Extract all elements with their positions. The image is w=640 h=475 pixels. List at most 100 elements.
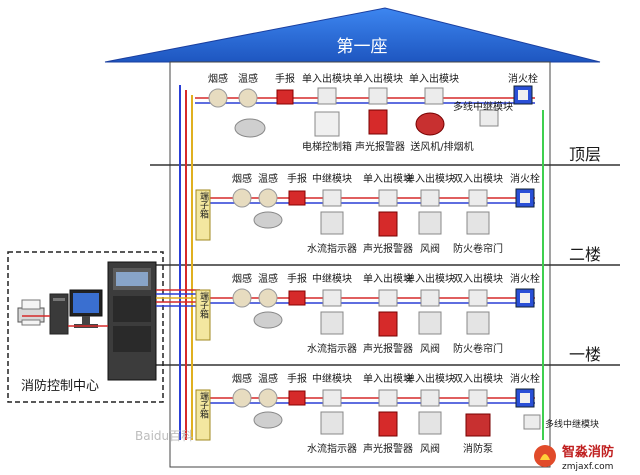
- smoke-detector-icon: [208, 88, 228, 108]
- damper-icon: [418, 311, 442, 335]
- device-label: 风阀: [420, 242, 440, 255]
- control-center-label: 消防控制中心: [21, 378, 99, 394]
- module-icon: [317, 87, 337, 105]
- control-cabinet-icon: [107, 261, 157, 381]
- logo-name: 智淼消防: [562, 444, 614, 460]
- strobe-alarm-icon: [378, 411, 398, 437]
- monitor-icon: [69, 289, 103, 328]
- device-label: 防火卷帘门: [453, 342, 503, 355]
- module-icon: [468, 189, 488, 207]
- fan-icon: [415, 112, 445, 136]
- floor-2-devices: 端子箱烟感温感手报中继模块单入出模块单入出模块双入出模块消火栓水流指示器声光报警…: [195, 172, 540, 255]
- heat-detector-icon: [258, 188, 278, 208]
- terminal-box-label: 端子箱: [198, 290, 209, 319]
- relay-module-icon: [322, 189, 342, 207]
- terminal-box: [195, 289, 211, 341]
- manual-alarm-icon: [276, 89, 294, 105]
- heat-detector-icon: [238, 88, 258, 108]
- device-label: 多线中继模块: [545, 418, 599, 430]
- device-label: 声光报警器: [363, 242, 413, 255]
- printer-icon: [17, 299, 45, 326]
- terminal-box-label: 端子箱: [198, 390, 209, 419]
- water-flow-indicator-icon: [320, 311, 344, 335]
- module-icon: [424, 87, 444, 105]
- relay-module-icon: [322, 389, 342, 407]
- device-label: 消防泵: [463, 442, 493, 455]
- module-icon: [468, 389, 488, 407]
- relay-module-icon: [479, 109, 499, 127]
- device-label: 单入出模块: [363, 172, 413, 185]
- device-label: 烟感: [232, 272, 252, 285]
- strobe-alarm-icon: [378, 311, 398, 337]
- device-label: 手报: [287, 372, 307, 385]
- label-mod1-top: 单入出模块: [302, 72, 352, 85]
- device-label: 消火栓: [510, 372, 540, 385]
- device-label: 消火栓: [510, 172, 540, 185]
- manual-alarm-icon: [288, 190, 306, 206]
- device-label: 温感: [258, 372, 278, 385]
- floor-1-devices: 端子箱烟感温感手报中继模块单入出模块单入出模块双入出模块消火栓水流指示器声光报警…: [195, 272, 540, 355]
- manual-alarm-icon: [288, 290, 306, 306]
- heat-detector-icon: [258, 288, 278, 308]
- label-elevator: 电梯控制箱: [302, 140, 352, 153]
- damper-icon: [418, 211, 442, 235]
- shutter-door-icon: [466, 211, 490, 235]
- device-label: 水流指示器: [307, 242, 357, 255]
- speaker-icon: [253, 411, 283, 429]
- manual-alarm-icon: [288, 390, 306, 406]
- label-relay-top: 多线中继模块: [453, 100, 513, 113]
- device-label: 烟感: [232, 372, 252, 385]
- speaker-icon: [253, 211, 283, 229]
- label-smoke-top: 烟感: [208, 72, 228, 85]
- relay-module-icon: [322, 289, 342, 307]
- module-icon: [420, 289, 440, 307]
- floor-name-1: 一楼: [569, 345, 601, 364]
- water-flow-indicator-icon: [320, 411, 344, 435]
- fire-pump-icon: [465, 413, 491, 437]
- label-manual-top: 手报: [275, 72, 295, 85]
- smoke-detector-icon: [232, 188, 252, 208]
- module-icon: [420, 189, 440, 207]
- device-label: 水流指示器: [307, 342, 357, 355]
- floor-name-top: 顶层: [569, 145, 601, 164]
- floor-name-2: 二楼: [569, 245, 601, 264]
- feeder-wires: [22, 289, 200, 327]
- heat-detector-icon: [258, 388, 278, 408]
- floor-top-devices: 烟感 温感 手报 单入出模块 单入出模块 单入出模块 消火栓 电梯控制箱 声光报…: [195, 72, 538, 153]
- device-label: 手报: [287, 272, 307, 285]
- device-label: 消火栓: [510, 272, 540, 285]
- smoke-detector-icon: [232, 288, 252, 308]
- device-label: 温感: [258, 272, 278, 285]
- module-icon: [468, 289, 488, 307]
- smoke-detector-icon: [232, 388, 252, 408]
- device-label: 防火卷帘门: [453, 242, 503, 255]
- label-heat-top: 温感: [238, 72, 258, 85]
- device-label: 烟感: [232, 172, 252, 185]
- logo-url: zmjaxf.com: [562, 462, 613, 472]
- speaker-icon: [234, 118, 266, 138]
- device-label: 双入出模块: [453, 272, 503, 285]
- device-label: 中继模块: [312, 172, 352, 185]
- brand-logo: 智淼消防 zmjaxf.com: [534, 444, 614, 472]
- device-label: 单入出模块: [405, 372, 455, 385]
- device-label: 单入出模块: [405, 272, 455, 285]
- module-icon: [378, 189, 398, 207]
- water-flow-indicator-icon: [320, 211, 344, 235]
- module-icon: [378, 289, 398, 307]
- building-title: 第一座: [337, 37, 388, 57]
- device-label: 双入出模块: [453, 372, 503, 385]
- device-label: 声光报警器: [363, 442, 413, 455]
- strobe-alarm-icon: [378, 211, 398, 237]
- riser-wires: [179, 85, 544, 440]
- device-label: 单入出模块: [363, 272, 413, 285]
- speaker-icon: [253, 311, 283, 329]
- label-hydrant-top: 消火栓: [508, 72, 538, 85]
- terminal-box-label: 端子箱: [198, 190, 209, 219]
- device-label: 温感: [258, 172, 278, 185]
- relay-module-icon: [523, 414, 541, 430]
- watermark: Baidu百科: [135, 429, 193, 443]
- device-label: 水流指示器: [307, 442, 357, 455]
- computer-tower-icon: [49, 293, 69, 335]
- label-strobe-top: 声光报警器: [355, 140, 405, 153]
